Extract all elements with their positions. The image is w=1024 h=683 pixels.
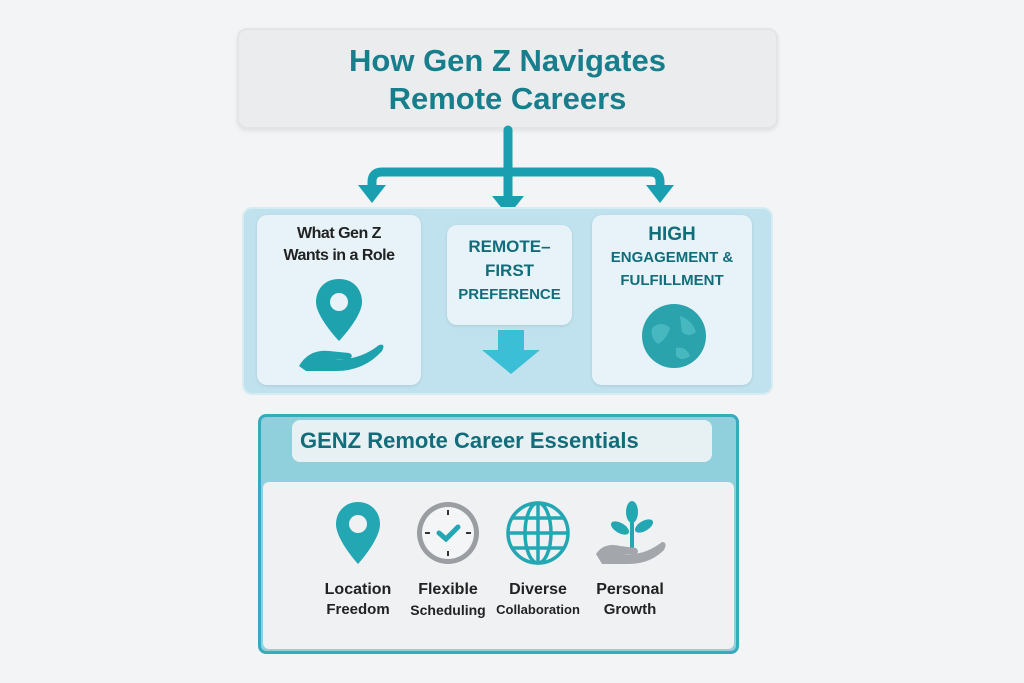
- page-title: How Gen Z Navigates Remote Careers: [239, 30, 776, 118]
- essential-label: Collaboration: [496, 602, 580, 617]
- card-text: Wants in a Role: [283, 247, 395, 264]
- card-what-gen-z-wants: What Gen Z Wants in a Role: [257, 215, 421, 385]
- essential-label: Scheduling: [410, 602, 486, 618]
- essential-label: Location: [324, 581, 392, 598]
- plant-hand-icon: [596, 501, 666, 564]
- arrow-branch: [367, 167, 665, 195]
- arrow-head-center: [492, 196, 524, 216]
- globe-grid-icon: [506, 501, 570, 565]
- arrow-head-right: [646, 185, 674, 203]
- pin-hand-icon: [299, 279, 384, 371]
- essentials-title: GENZ Remote Career Essentials: [292, 420, 712, 462]
- card-remote-first: REMOTE– FIRST PREFERENCE: [447, 225, 572, 325]
- essential-label: Personal: [596, 581, 664, 598]
- clock-check-icon: [417, 502, 479, 564]
- essential-label: Freedom: [326, 601, 390, 618]
- card-text: PREFERENCE: [458, 286, 561, 303]
- card-text: FULFILLMENT: [620, 272, 724, 289]
- card-text: FIRST: [484, 261, 535, 280]
- arrow-head-left: [358, 185, 386, 203]
- essential-label: Growth: [603, 601, 657, 618]
- globe-icon: [642, 304, 706, 368]
- title-line-2: Remote Careers: [388, 81, 627, 116]
- location-pin-icon: [336, 502, 380, 564]
- essential-label: Diverse: [509, 581, 567, 598]
- card-high-engagement: HIGH ENGAGEMENT & FULFILLMENT: [592, 215, 752, 385]
- essential-personal-growth: Personal Growth: [580, 500, 680, 620]
- down-arrow-icon: [482, 330, 540, 374]
- essential-location-freedom: Location Freedom: [308, 500, 408, 620]
- title-box: How Gen Z Navigates Remote Careers: [237, 28, 778, 129]
- title-line-1: How Gen Z Navigates: [349, 43, 666, 78]
- card-text: What Gen Z: [297, 225, 381, 242]
- essential-flexible-scheduling: Flexible Scheduling: [398, 500, 498, 620]
- card-text: HIGH: [648, 224, 696, 245]
- card-text: ENGAGEMENT &: [610, 249, 734, 266]
- essential-label: Flexible: [418, 581, 478, 598]
- essential-diverse-collaboration: Diverse Collaboration: [488, 500, 588, 620]
- card-text: REMOTE–: [468, 237, 551, 256]
